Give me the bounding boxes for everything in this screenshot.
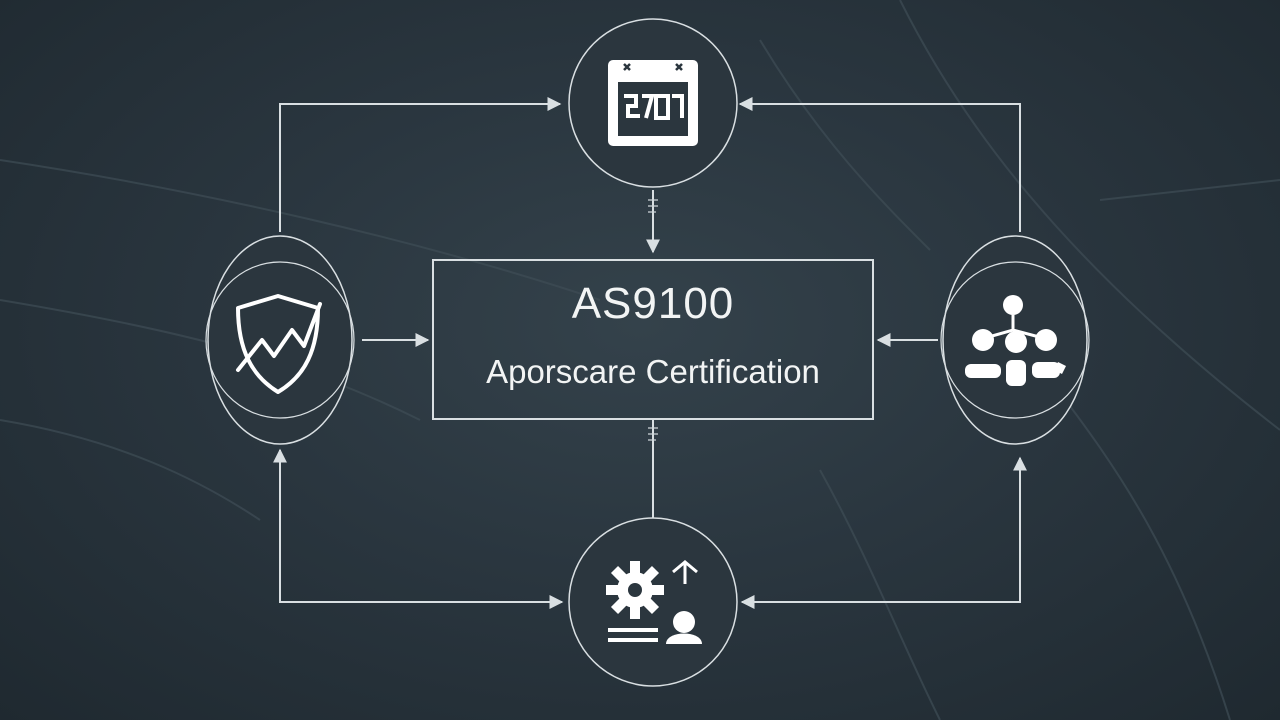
shield-icon <box>236 294 322 394</box>
connector-left-to-top <box>279 97 562 232</box>
node-top <box>568 18 738 188</box>
connector-right-to-top <box>738 97 1021 232</box>
calendar-icon <box>608 60 698 146</box>
center-title: AS9100 <box>572 279 735 328</box>
people-hierarchy-icon <box>965 295 1066 386</box>
center-box: AS9100 Aporscare Certification <box>432 259 874 420</box>
center-subtitle: Aporscare Certification <box>486 353 820 390</box>
node-right <box>940 235 1090 445</box>
loop-connectors <box>273 97 1027 609</box>
connector-right-to-bottom <box>740 456 1027 609</box>
node-left <box>205 235 355 445</box>
gear-person-icon <box>606 560 702 644</box>
node-bottom <box>568 517 738 687</box>
center-connectors <box>362 190 938 518</box>
connector-left-to-bottom <box>273 448 564 609</box>
